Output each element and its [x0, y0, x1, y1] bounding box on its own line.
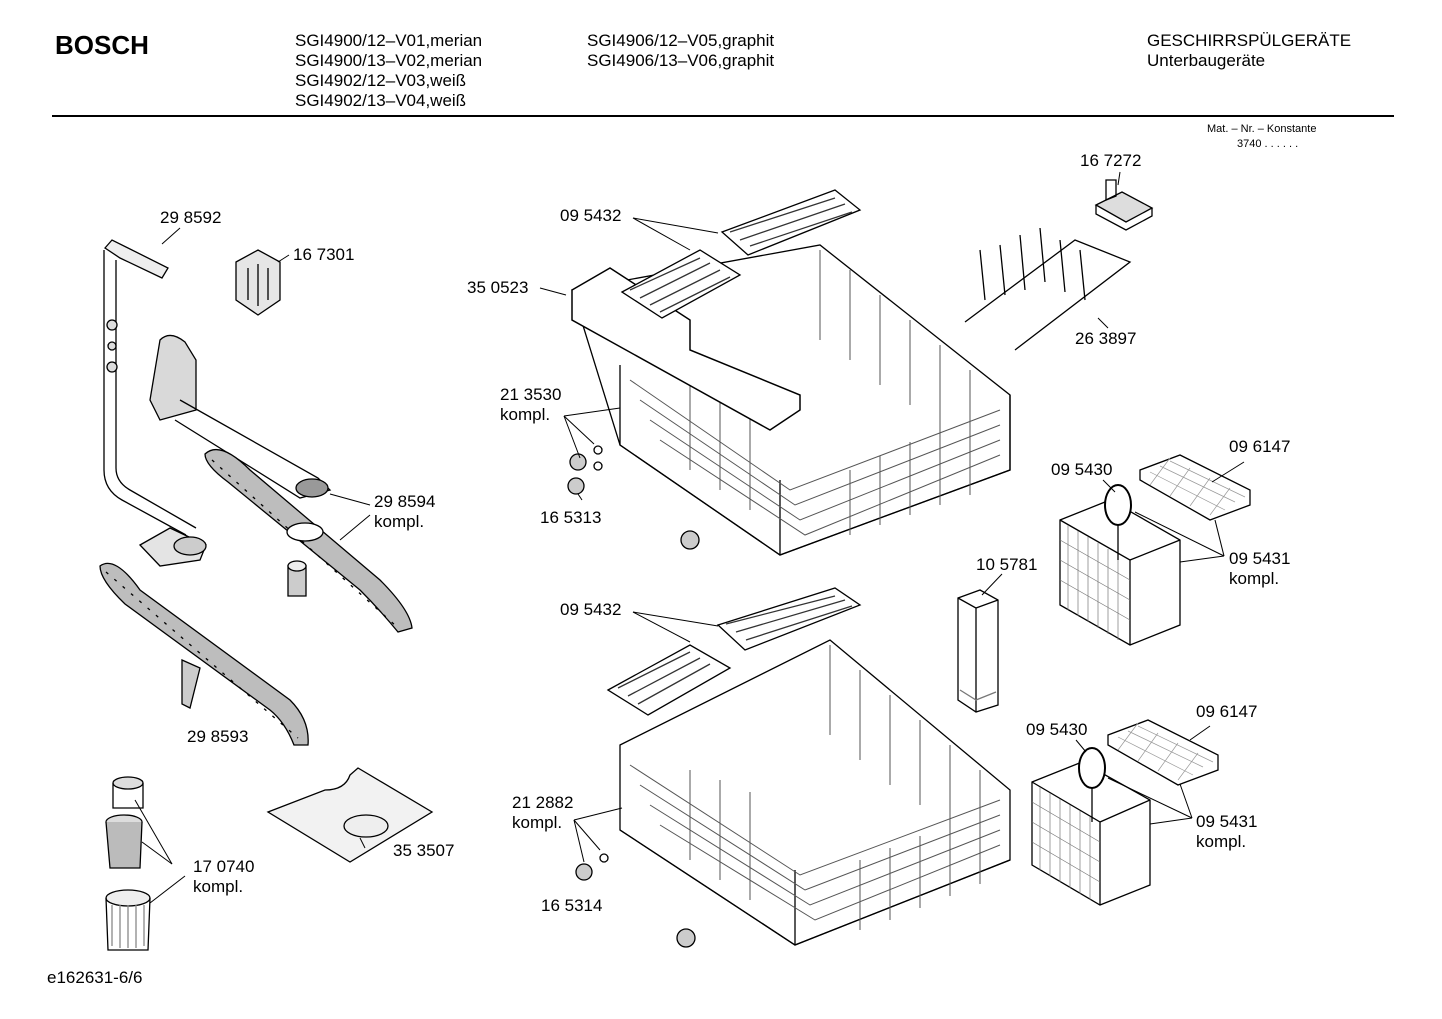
model-line: SGI4900/13–V02,merian: [295, 51, 483, 70]
part-number: 17 0740: [193, 857, 255, 876]
part-label-263897: 26 3897: [1075, 329, 1137, 348]
mat-label: Mat. – Nr. – Konstante: [1207, 123, 1317, 135]
cup-rack-lower-drawing: [606, 587, 862, 716]
part-label-096147-lower: 09 6147: [1196, 702, 1258, 721]
part-number: 29 8594: [374, 492, 436, 511]
category-title: GESCHIRRSPÜLGERÄTE: [1147, 31, 1352, 50]
model-line: SGI4902/12–V03,weiß: [295, 71, 467, 90]
part-label-213530: 21 3530 kompl.: [500, 385, 561, 425]
drawing-reference: e162631-6/6: [47, 968, 143, 987]
category-block: GESCHIRRSPÜLGERÄTE Unterbaugeräte: [1147, 31, 1351, 71]
clip-drawing: [235, 249, 281, 316]
part-label-170740: 17 0740 kompl.: [193, 857, 254, 897]
part-label-165313: 16 5313: [540, 508, 602, 527]
lower-basket-drawing: [575, 639, 1011, 948]
brand-logo: BOSCH: [55, 30, 149, 60]
cup-rack-upper-drawing: [620, 189, 862, 319]
part-label-096147-upper: 09 6147: [1229, 437, 1291, 456]
model-line: SGI4906/12–V05,graphit: [587, 31, 775, 50]
part-label-095431-lower: 09 5431 kompl.: [1196, 812, 1257, 852]
part-number: 09 5431: [1196, 812, 1258, 831]
rack-insert-drawing: [964, 227, 1132, 351]
part-suffix: kompl.: [374, 512, 425, 531]
spray-arm-upper-drawing: [204, 449, 413, 633]
part-label-095431-upper: 09 5431 kompl.: [1229, 549, 1290, 589]
part-label-353507: 35 3507: [393, 841, 455, 860]
upper-basket-drawing: [567, 244, 1011, 556]
part-suffix: kompl.: [512, 813, 563, 832]
supply-pipe-drawing: [103, 239, 207, 567]
mat-value: 3740 . . . . . .: [1237, 138, 1299, 150]
cutlery-cover-lower-drawing: [1107, 719, 1219, 786]
part-label-095430-upper: 09 5430: [1051, 460, 1113, 479]
cutlery-basket-lower-drawing: [1031, 747, 1151, 906]
model-line: SGI4902/13–V04,weiß: [295, 91, 467, 110]
sieve-plate-drawing: [266, 767, 434, 863]
part-suffix: kompl.: [500, 405, 551, 424]
spray-arm-lower-drawing: [99, 562, 309, 746]
part-number: 09 5431: [1229, 549, 1291, 568]
model-line: SGI4900/12–V01,merian: [295, 31, 483, 50]
part-label-212882: 21 2882 kompl.: [512, 793, 573, 833]
model-list-2: SGI4906/12–V05,graphit SGI4906/13–V06,gr…: [587, 31, 774, 71]
part-suffix: kompl.: [193, 877, 244, 896]
cutlery-cover-upper-drawing: [1139, 454, 1251, 521]
cup-holder-drawing: [957, 589, 999, 713]
part-number: 21 3530: [500, 385, 562, 404]
model-line: SGI4906/13–V06,graphit: [587, 51, 775, 70]
part-label-298594: 29 8594 kompl.: [374, 492, 435, 532]
part-label-298593: 29 8593: [187, 727, 249, 746]
part-label-095430-lower: 09 5430: [1026, 720, 1088, 739]
part-label-095432-lower: 09 5432: [560, 600, 622, 619]
cutlery-basket-upper-drawing: [1059, 484, 1181, 646]
model-list-1: SGI4900/12–V01,merian SGI4900/13–V02,mer…: [295, 31, 482, 111]
part-suffix: kompl.: [1229, 569, 1280, 588]
leader-lines: [134, 171, 1245, 904]
part-label-167301: 16 7301: [293, 245, 355, 264]
feed-pipe-drawing: [149, 334, 332, 499]
part-label-167272: 16 7272: [1080, 151, 1142, 170]
filter-drawing: [105, 776, 151, 951]
part-label-095432-upper: 09 5432: [560, 206, 622, 225]
part-label-350523: 35 0523: [467, 278, 529, 297]
category-subtitle: Unterbaugeräte: [1147, 51, 1266, 70]
part-label-298592: 29 8592: [160, 208, 222, 227]
part-label-105781: 10 5781: [976, 555, 1038, 574]
clip-small-drawing: [1094, 179, 1154, 231]
part-number: 21 2882: [512, 793, 574, 812]
part-label-165314: 16 5314: [541, 896, 603, 915]
part-suffix: kompl.: [1196, 832, 1247, 851]
